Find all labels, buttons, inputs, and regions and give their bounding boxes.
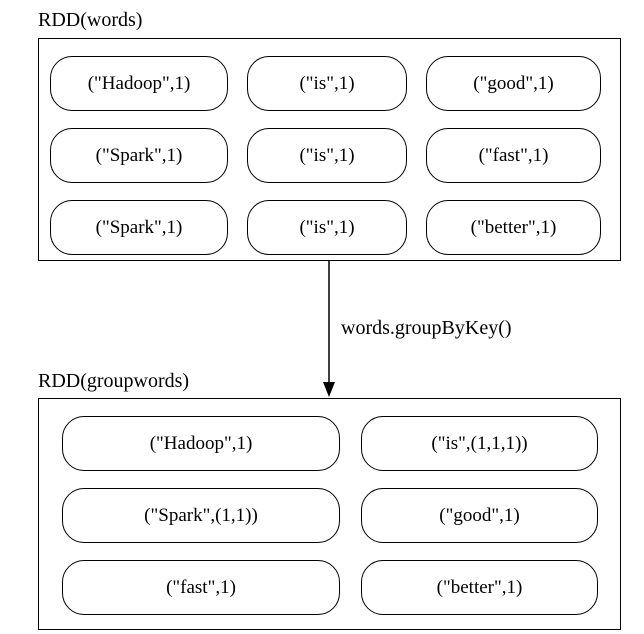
operation-label: words.groupByKey() (341, 317, 512, 339)
rdd-words-item-7: ("Spark",1) (50, 200, 228, 255)
rdd-words-box: ("Hadoop",1) ("is",1) ("good",1) ("Spark… (38, 38, 621, 261)
rdd-groupwords-item-4: ("good",1) (361, 488, 598, 543)
rdd-groupwords-item-5: ("fast",1) (62, 560, 340, 615)
rdd-words-item-6: ("fast",1) (426, 128, 601, 183)
rdd-words-item-8: ("is",1) (247, 200, 407, 255)
rdd-groupwords-title: RDD(groupwords) (38, 370, 190, 392)
rdd-groupwords-item-3: ("Spark",(1,1)) (62, 488, 340, 543)
rdd-words-item-2: ("is",1) (247, 56, 407, 111)
rdd-words-title: RDD(words) (38, 9, 143, 31)
rdd-words-item-9: ("better",1) (426, 200, 601, 255)
rdd-words-item-5: ("is",1) (247, 128, 407, 183)
rdd-words-item-1: ("Hadoop",1) (50, 56, 228, 111)
rdd-words-item-3: ("good",1) (426, 56, 601, 111)
rdd-words-item-4: ("Spark",1) (50, 128, 228, 183)
rdd-groupwords-box: ("Hadoop",1) ("is",(1,1,1)) ("Spark",(1,… (38, 398, 621, 630)
rdd-groupwords-item-2: ("is",(1,1,1)) (361, 416, 598, 471)
rdd-groupwords-item-1: ("Hadoop",1) (62, 416, 340, 471)
rdd-groupwords-item-6: ("better",1) (361, 560, 598, 615)
